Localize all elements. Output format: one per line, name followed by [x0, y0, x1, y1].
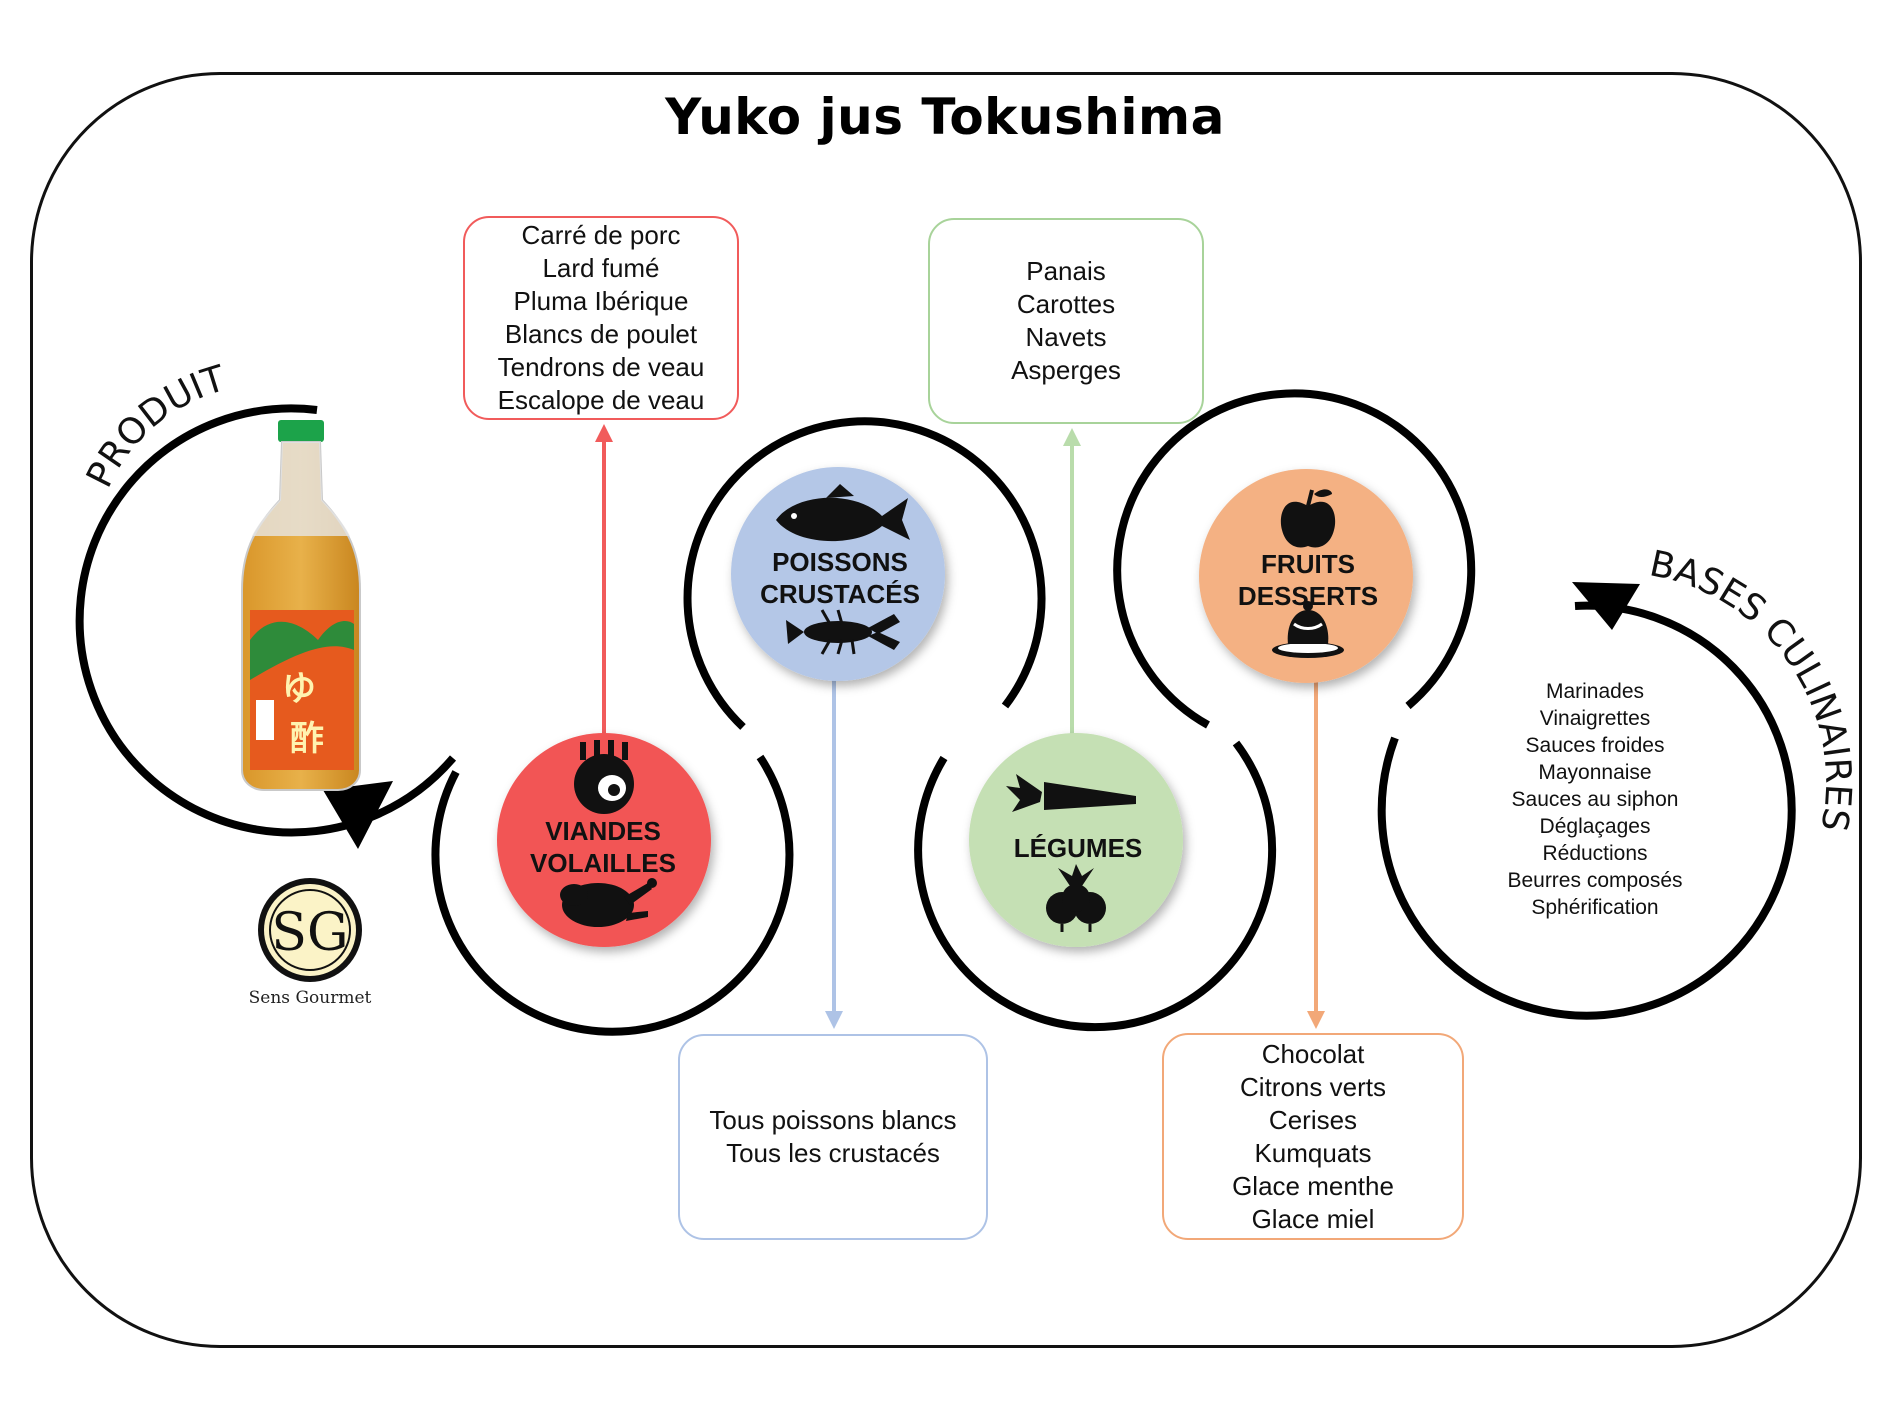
- list-item: Carré de porc: [521, 220, 681, 250]
- list-item: Blancs de poulet: [504, 319, 698, 349]
- meat-list-box: Carré de porc Lard fumé Pluma Ibérique B…: [463, 216, 739, 420]
- veg-category-label: LÉGUMES: [958, 832, 1198, 864]
- fruit-label-line1: FRUITS: [1261, 549, 1355, 579]
- fish-list-box: Tous poissons blancs Tous les crustacés: [678, 1034, 988, 1240]
- list-item: Cerises: [1268, 1104, 1358, 1135]
- list-item: Déglaçages: [1539, 815, 1651, 838]
- veg-connector: [1063, 428, 1081, 740]
- meat-label-line2: VOLAILLES: [530, 848, 676, 878]
- meat-circle: [431, 754, 794, 1036]
- list-item: Vinaigrettes: [1539, 707, 1651, 730]
- list-item: Glace miel: [1251, 1203, 1375, 1234]
- list-item: Marinades: [1545, 680, 1645, 703]
- fruit-label-line2: DESSERTS: [1237, 581, 1379, 611]
- apple-icon: [1280, 489, 1336, 548]
- list-item: Lard fumé: [542, 253, 660, 283]
- fruit-disc: [1199, 469, 1413, 683]
- meat-category-label: VIANDES VOLAILLES: [483, 815, 723, 879]
- list-item: Tous les crustacés: [726, 1138, 940, 1168]
- bases-circle: [1377, 601, 1796, 1020]
- lobster-icon: [786, 609, 900, 655]
- fish-circle: [683, 417, 1046, 730]
- list-item: Beurres composés: [1507, 869, 1683, 892]
- list-item: Pluma Ibérique: [513, 286, 689, 316]
- turnip-icon: [1046, 864, 1106, 932]
- outer-frame: [30, 72, 1862, 1348]
- roast-chicken-icon: [560, 878, 657, 927]
- veg-label-line1: LÉGUMES: [1013, 833, 1143, 863]
- bases-list: Marinades Vinaigrettes Sauces froides Ma…: [1455, 678, 1735, 921]
- list-item: Citrons verts: [1240, 1071, 1386, 1102]
- fish-category-label: POISSONS CRUSTACÉS: [720, 546, 960, 610]
- list-item: Sphérification: [1531, 896, 1659, 919]
- list-item: Carottes: [1016, 289, 1116, 319]
- list-item: Sauces froides: [1525, 734, 1665, 757]
- list-item: Kumquats: [1254, 1137, 1372, 1168]
- list-item: Mayonnaise: [1538, 761, 1652, 784]
- brand-monogram: SG: [271, 903, 348, 963]
- fruit-category-label: FRUITS DESSERTS: [1188, 548, 1428, 612]
- meat-connector: [595, 424, 613, 740]
- product-arrowhead-icon: [323, 781, 393, 849]
- list-item: Asperges: [1011, 355, 1121, 385]
- list-item: Sauces au siphon: [1511, 788, 1679, 811]
- list-item: Réductions: [1542, 842, 1648, 865]
- list-item: Navets: [1025, 322, 1107, 352]
- fish-connector: [825, 680, 843, 1029]
- meat-label-line1: VIANDES: [545, 816, 661, 846]
- fish-label-line1: POISSONS: [772, 547, 908, 577]
- list-item: Panais: [1026, 256, 1106, 286]
- rack-of-meat-icon: [574, 740, 634, 814]
- svg-text:ゆ: ゆ: [282, 669, 316, 709]
- carrot-icon: [1006, 774, 1136, 812]
- brand-name: Sens Gourmet: [248, 988, 372, 1008]
- fruit-list-box: Chocolat Citrons verts Cerises Kumquats …: [1162, 1033, 1464, 1240]
- veg-circle: [914, 740, 1277, 1032]
- fish-label-line2: CRUSTACÉS: [760, 579, 920, 609]
- list-item: Glace menthe: [1232, 1170, 1394, 1201]
- product-circle: [75, 404, 457, 837]
- flow-circles: [75, 389, 1796, 1036]
- fish-icon: [776, 484, 910, 542]
- fruit-circle: [1113, 389, 1476, 729]
- dessert-icon: [1272, 601, 1344, 658]
- list-item: Tendrons de veau: [497, 352, 705, 382]
- svg-text:酢: 酢: [290, 719, 324, 759]
- veg-list-box: Panais Carottes Navets Asperges: [928, 218, 1204, 424]
- list-item: Tous poissons blancs: [709, 1105, 957, 1135]
- meat-disc: [497, 733, 711, 947]
- list-item: Escalope de veau: [497, 385, 705, 415]
- bottle-icon: ゆ 酢: [241, 420, 361, 791]
- fruit-connector: [1307, 680, 1325, 1029]
- list-item: Chocolat: [1261, 1038, 1365, 1069]
- page-title: Yuko jus Tokushima: [665, 88, 1225, 146]
- brand-logo-icon: SG: [258, 878, 362, 982]
- bases-arrowhead-icon: [1572, 582, 1640, 630]
